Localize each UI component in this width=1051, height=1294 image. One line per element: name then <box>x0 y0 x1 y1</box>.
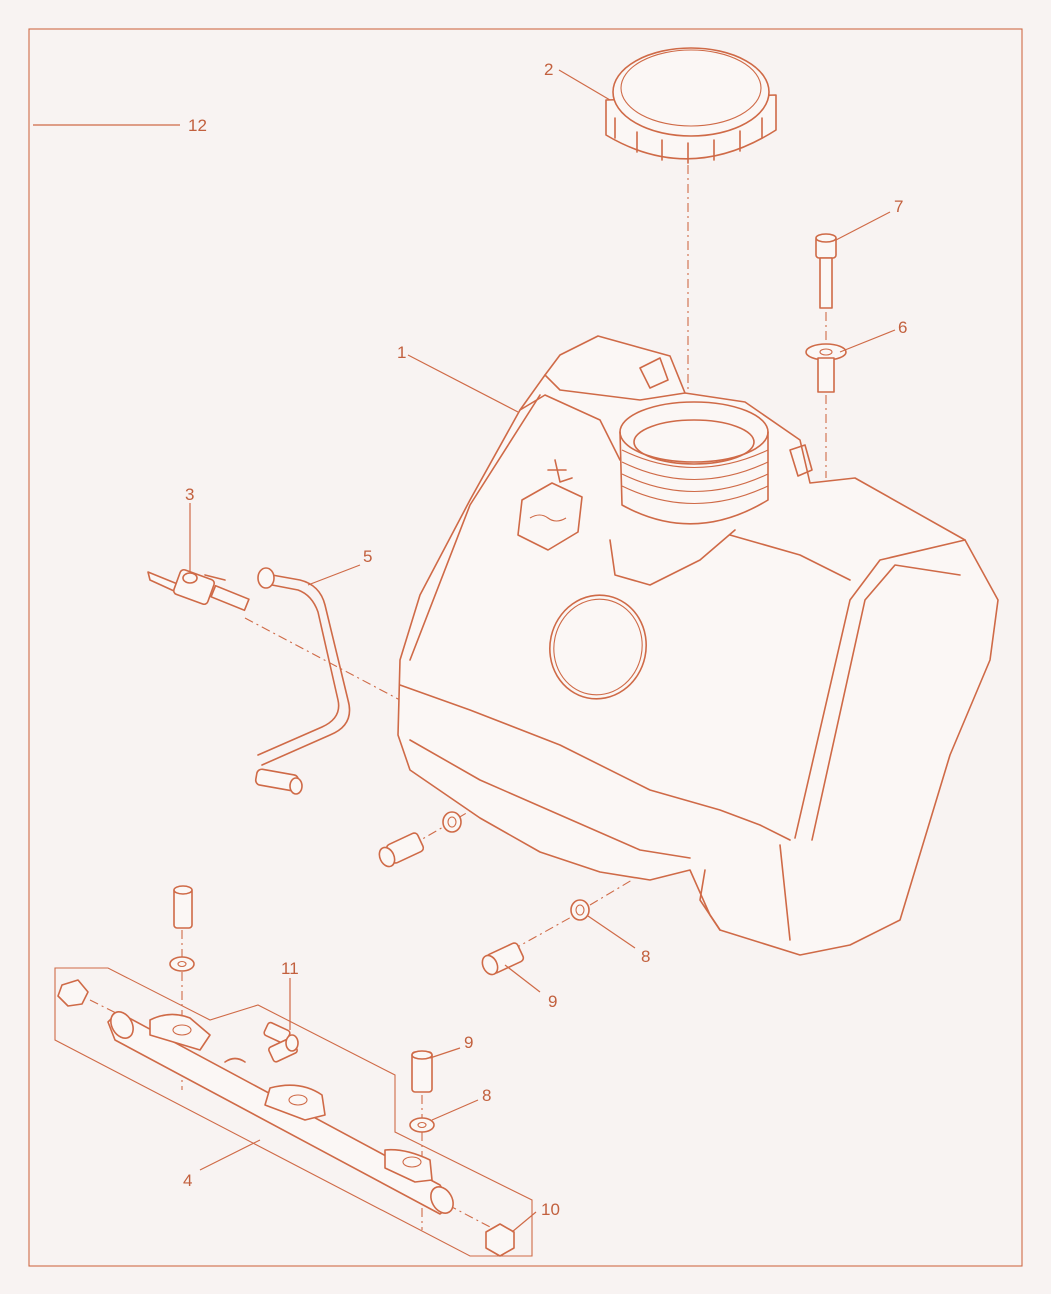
callout-2: 2 <box>544 60 553 79</box>
end-cap-left <box>57 979 89 1007</box>
callout-10: 10 <box>541 1200 560 1219</box>
callout-7: 7 <box>894 197 903 216</box>
callout-11: 11 <box>281 959 299 978</box>
tank-mount-bolt-left <box>378 811 462 868</box>
part-12-group-outline <box>54 967 533 1257</box>
fittings-part-11 <box>263 1021 299 1063</box>
end-cap-part-10 <box>485 1223 515 1257</box>
tank-mount-bolt-right <box>481 899 590 976</box>
callout-12: 12 <box>188 116 207 135</box>
callout-leaders <box>33 69 896 1233</box>
callout-8-upper: 8 <box>641 947 650 966</box>
diagram-frame <box>28 28 1023 1267</box>
fuel-hose-part-5 <box>254 567 351 795</box>
spacer-part-6 <box>805 343 847 393</box>
callout-5: 5 <box>363 547 372 566</box>
callout-1: 1 <box>397 343 406 362</box>
callout-9-lower: 9 <box>464 1033 473 1052</box>
bolt-part-7 <box>815 233 837 309</box>
fuel-valve-part-3 <box>147 568 250 612</box>
callout-3: 3 <box>185 485 194 504</box>
bracket-bolt-right <box>409 1050 435 1133</box>
callout-9-upper: 9 <box>548 992 557 1011</box>
callout-8-lower: 8 <box>482 1086 491 1105</box>
fuel-tank-part-1 <box>397 335 999 956</box>
filler-cap-part-2 <box>605 47 777 164</box>
fuel-rail-part-4 <box>107 1011 454 1215</box>
bracket-bolt-left <box>169 885 195 972</box>
callout-6: 6 <box>898 318 907 337</box>
callout-4: 4 <box>183 1171 192 1190</box>
